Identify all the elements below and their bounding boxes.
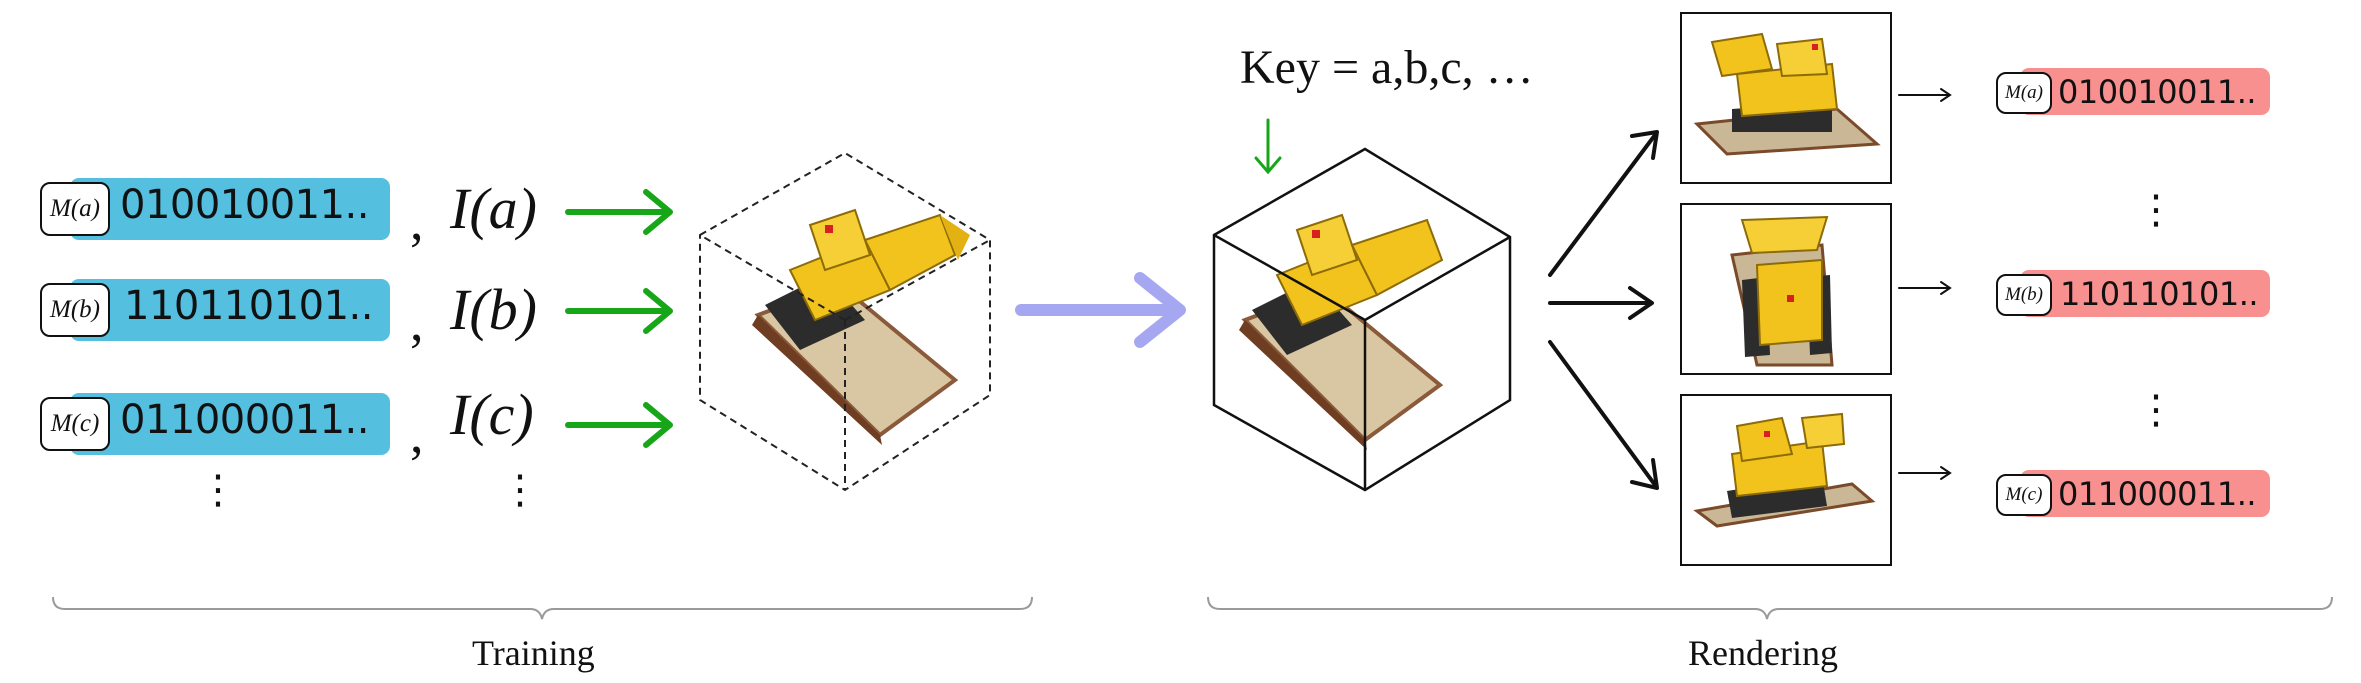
decoded-tag-a: M(a) — [1996, 72, 2052, 114]
image-label-c: I(c) — [450, 382, 534, 447]
lego-bulldozer-image — [752, 208, 970, 445]
decoded-ellipsis-1: ⋮ — [2136, 187, 2176, 233]
dashed-cube-icon — [699, 151, 991, 492]
arrow-down-icon — [1254, 118, 1282, 175]
training-images-ellipsis: ⋮ — [500, 467, 540, 513]
decoded-tag-c: M(c) — [1996, 474, 2052, 516]
arrow-right-icon — [1548, 340, 1659, 490]
decoded-tag-b: M(b) — [1996, 274, 2052, 316]
decoded-ellipsis-2: ⋮ — [2136, 387, 2176, 433]
comma-a: , — [410, 191, 424, 251]
decoded-pill-b — [2020, 270, 2270, 317]
rendered-view-c — [1680, 394, 1892, 566]
rendered-view-b — [1680, 203, 1892, 375]
arrow-right-icon — [1898, 466, 1952, 480]
code-pill-c — [70, 393, 390, 455]
branch-arrows — [1548, 130, 1659, 490]
training-codes-ellipsis: ⋮ — [198, 467, 238, 513]
training-label: Training — [472, 633, 595, 673]
message-tag-c: M(c) — [40, 397, 110, 451]
image-label-b: I(b) — [450, 277, 537, 342]
rendered-view-a — [1680, 12, 1892, 184]
lego-bulldozer-image — [1693, 32, 1881, 156]
code-pill-a — [70, 178, 390, 240]
code-pill-b — [70, 279, 390, 341]
code-bits-c: 011000011.. — [120, 397, 369, 443]
decoded-bits-a: 010010011.. — [2058, 73, 2257, 111]
arrow-right-icon — [1548, 130, 1659, 277]
decoded-bits-b: 110110101.. — [2060, 275, 2259, 313]
decoded-pill-a — [2020, 68, 2270, 115]
key-text: Key = a,b,c, … — [1240, 41, 1534, 94]
arrow-right-icon — [565, 189, 673, 235]
comma-b: , — [410, 292, 424, 352]
green-arrows — [565, 189, 673, 448]
rendering-bracket — [1207, 596, 2333, 620]
solid-cube-icon — [1212, 147, 1512, 492]
comma-c: , — [410, 404, 424, 464]
arrow-right-icon — [1015, 272, 1186, 348]
main-flow-arrow — [1015, 272, 1186, 348]
code-bits-b: 110110101.. — [124, 283, 373, 329]
arrow-right-icon — [565, 288, 673, 334]
code-bits-a: 010010011.. — [120, 182, 369, 228]
training-bracket — [52, 596, 1033, 620]
lego-bulldozer-image — [1730, 215, 1834, 367]
lego-bulldozer-image — [1239, 213, 1444, 450]
arrow-right-icon — [565, 402, 673, 448]
message-tag-a: M(a) — [40, 182, 110, 236]
decoded-bits-c: 011000011.. — [2058, 475, 2257, 513]
image-label-a: I(a) — [450, 176, 537, 241]
arrow-right-icon — [1898, 281, 1952, 295]
rendering-label: Rendering — [1688, 633, 1838, 673]
arrow-right-icon — [1548, 286, 1654, 320]
arrow-right-icon — [1898, 88, 1952, 102]
output-arrows — [1898, 88, 1952, 480]
decoded-pill-c — [2020, 470, 2270, 517]
message-tag-b: M(b) — [40, 283, 110, 337]
lego-bulldozer-image — [1693, 412, 1876, 528]
